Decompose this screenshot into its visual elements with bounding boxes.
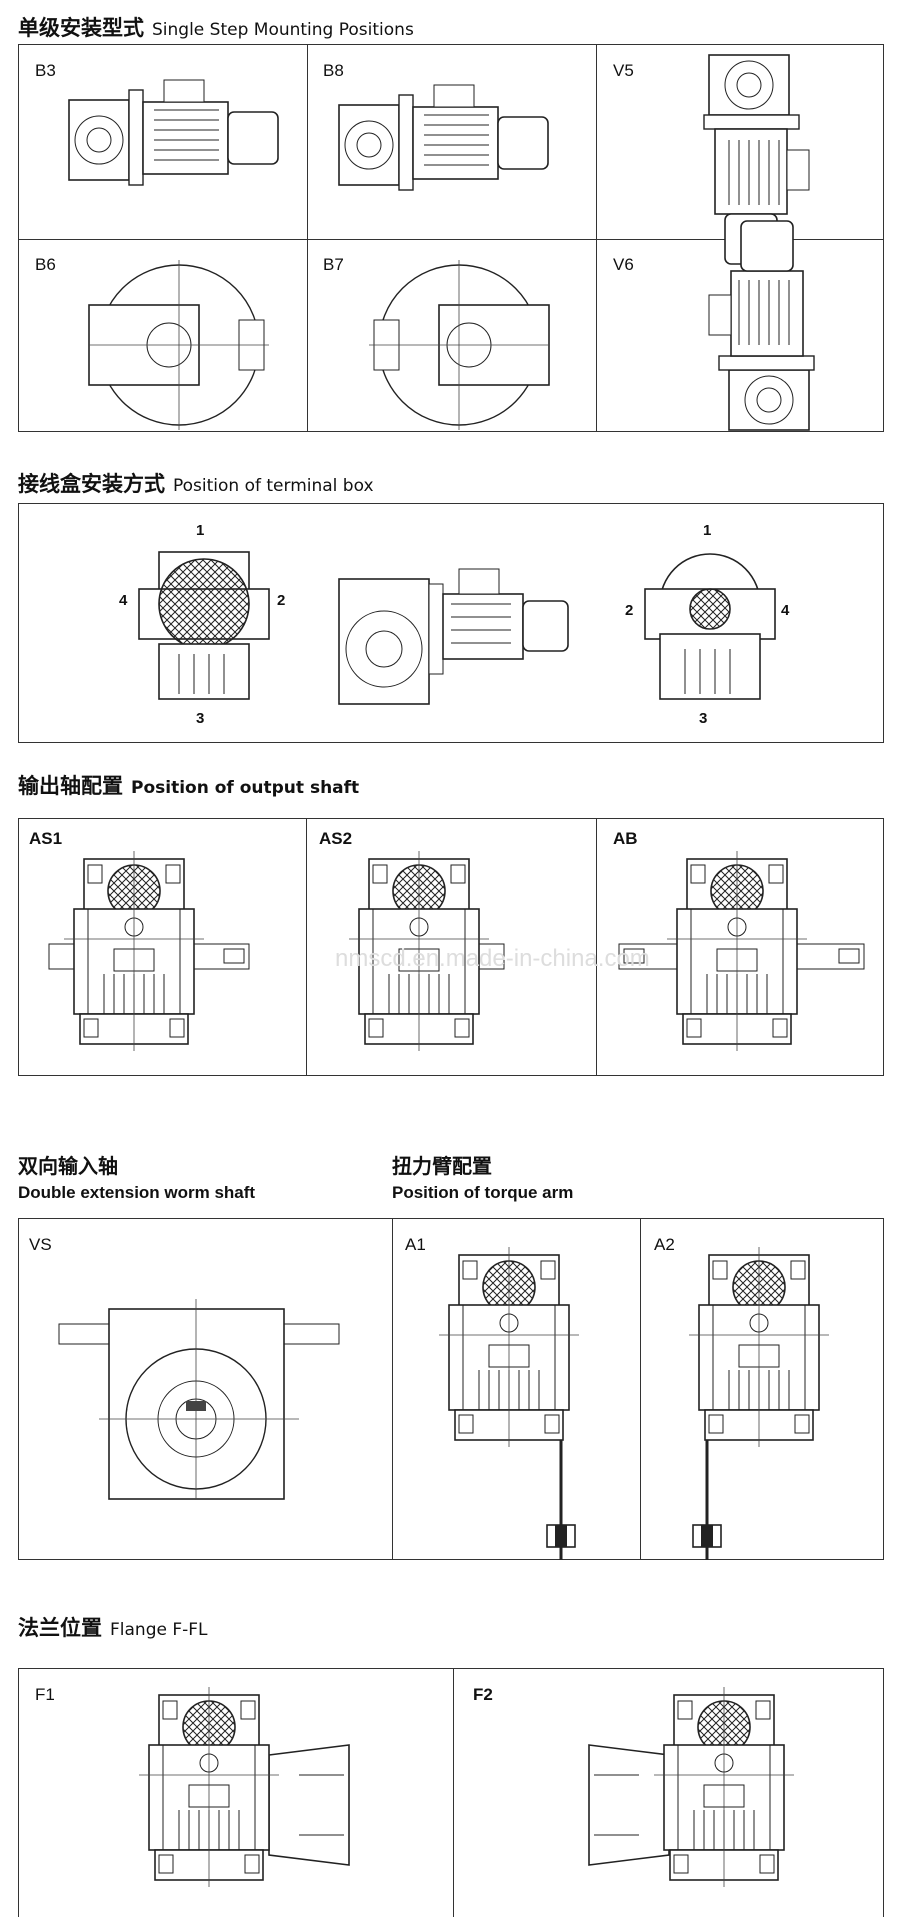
ab-drawing [618, 850, 865, 1052]
terminal-right-num-3: 3 [699, 710, 708, 727]
label-f1: F1 [35, 1685, 55, 1704]
terminal-left-drawing [138, 551, 270, 700]
terminal-left-num-3: 3 [196, 710, 205, 727]
terminal-right-num-2: 2 [625, 602, 634, 619]
label-a1: A1 [405, 1235, 426, 1254]
v6-drawing [708, 220, 815, 431]
b8-drawing [338, 84, 549, 191]
a2-drawing [688, 1246, 830, 1560]
vs-drawing [58, 1299, 340, 1500]
output-shaft-panel: AS1 AS2 AB [18, 818, 884, 1076]
label-v6: V6 [613, 255, 634, 274]
as2-drawing [348, 850, 505, 1052]
label-v5: V5 [613, 61, 634, 80]
terminal-right-num-1: 1 [703, 522, 712, 539]
section-title-torque: 扭力臂配置 Position of torque arm [392, 1154, 574, 1202]
terminal-center-drawing [338, 568, 569, 705]
terminal-right-drawing [644, 553, 776, 700]
f2-drawing [588, 1686, 795, 1888]
label-as2: AS2 [319, 829, 353, 848]
b3-drawing [68, 79, 279, 186]
terminal-right-num-4: 4 [781, 602, 790, 619]
label-b3: B3 [35, 61, 56, 80]
a1-drawing [438, 1246, 580, 1560]
terminal-box-panel: 1 2 3 4 1 2 3 4 [18, 503, 884, 743]
mounting-grid: B3 B8 V5 B6 B7 V6 [18, 44, 884, 432]
terminal-left-num-1: 1 [196, 522, 205, 539]
label-f2: F2 [473, 1685, 493, 1704]
watermark: nmscd.en.made-in-china.com [335, 945, 650, 972]
label-b8: B8 [323, 61, 344, 80]
label-ab: AB [613, 829, 638, 848]
v5-drawing [703, 54, 810, 265]
label-as1: AS1 [29, 829, 63, 848]
section-title-double: 双向输入轴 Double extension worm shaft [18, 1154, 256, 1202]
double-torque-panel: VS A1 A2 [18, 1218, 884, 1560]
terminal-left-num-2: 2 [277, 592, 286, 609]
label-vs: VS [29, 1235, 52, 1254]
flange-panel: F1 F2 [18, 1668, 884, 1917]
b7-drawing [369, 260, 550, 430]
label-a2: A2 [654, 1235, 675, 1254]
terminal-left-num-4: 4 [119, 592, 128, 609]
as1-drawing [48, 850, 250, 1052]
label-b6: B6 [35, 255, 56, 274]
label-b7: B7 [323, 255, 344, 274]
b6-drawing [88, 260, 269, 430]
f1-drawing [138, 1686, 350, 1888]
